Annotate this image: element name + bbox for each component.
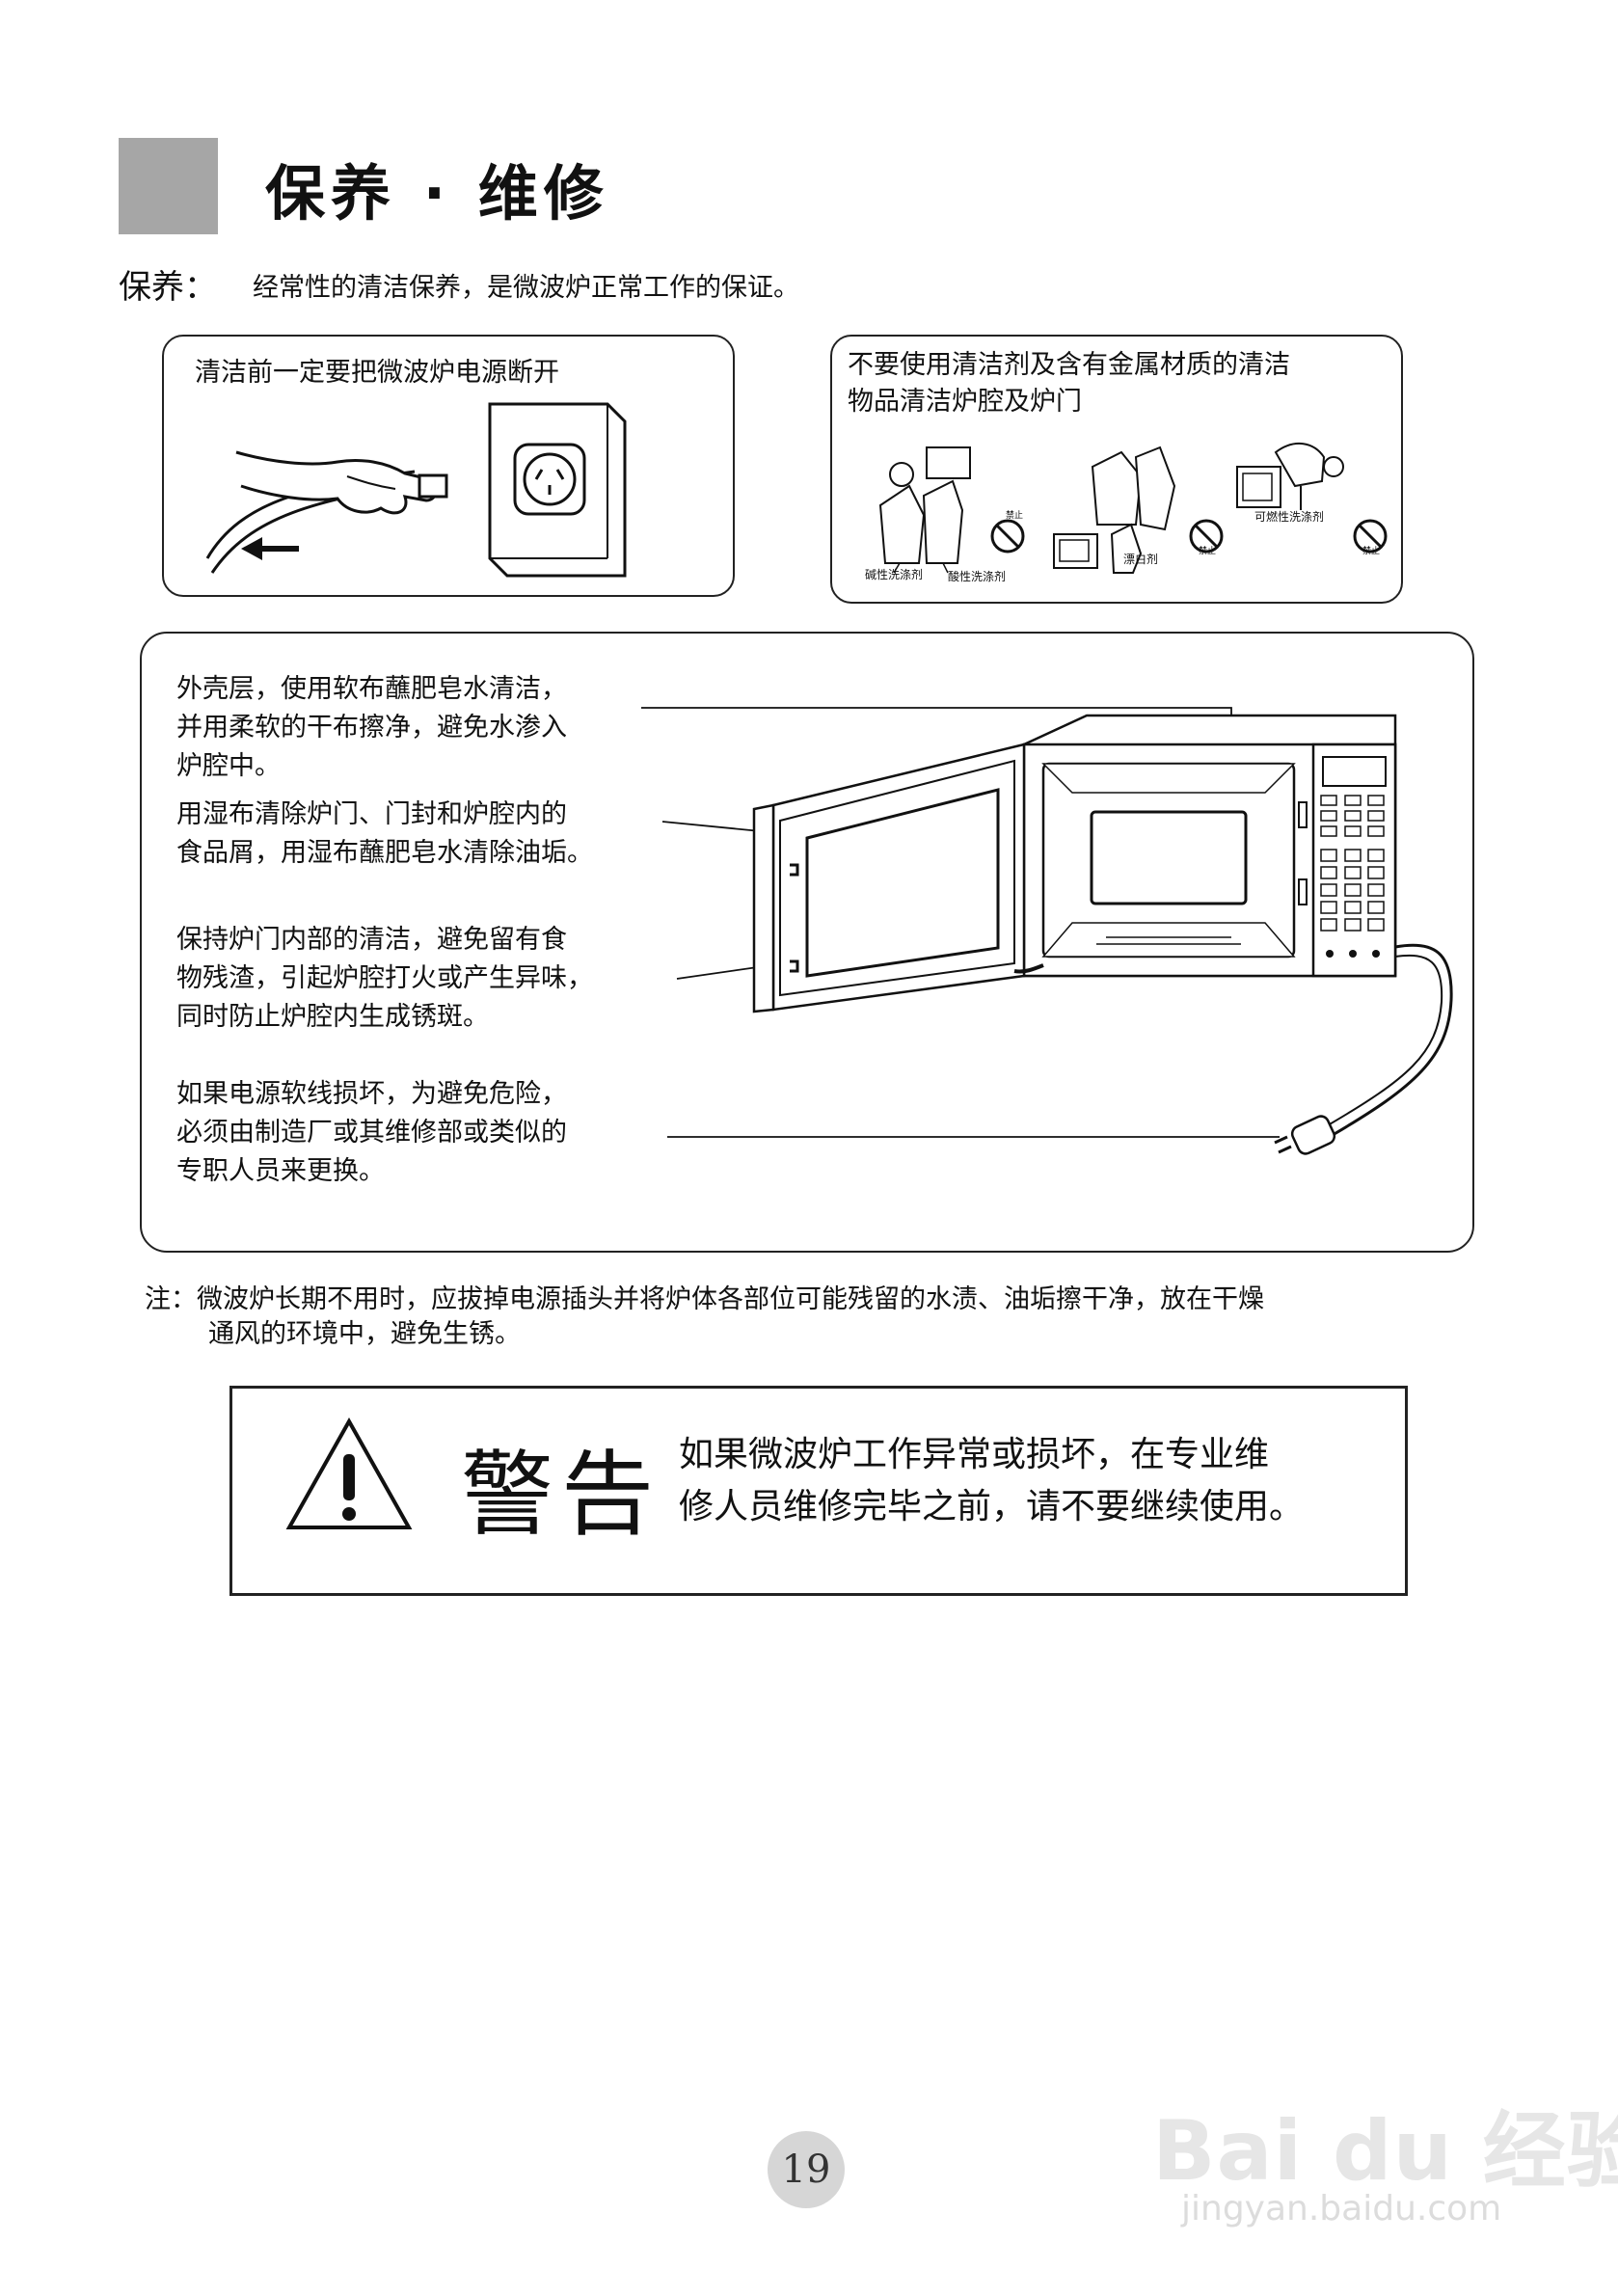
care-panel: 外壳层，使用软布蘸肥皂水清洁， 并用柔软的干布擦净，避免水渗入 炉腔中。 用湿布…: [140, 632, 1474, 1253]
note-line-2: 通风的环境中，避免生锈。: [208, 1319, 521, 1349]
label-alkaline: 碱性洗涤剂: [865, 568, 924, 581]
care-item-4-line-3: 专职人员来更换。: [176, 1156, 385, 1186]
maintenance-text: 经常性的清洁保养，是微波炉正常工作的保证。: [253, 273, 799, 303]
baidu-watermark-url: jingyan.baidu.com: [1181, 2189, 1502, 2228]
warning-box: [229, 1386, 1408, 1596]
microwave-illustration: [641, 707, 1453, 1155]
title-block: [119, 138, 218, 234]
unplug-caption: 清洁前一定要把微波炉电源断开: [195, 358, 559, 388]
detergent-illustration: [878, 443, 1388, 574]
warning-line-2: 修人员维修完毕之前，请不要继续使用。: [679, 1487, 1305, 1526]
note-line-1: 注：微波炉长期不用时，应拔掉电源插头并将炉体各部位可能残留的水渍、油垢擦干净，放…: [145, 1284, 1264, 1314]
no-detergent-panel: 不要使用清洁剂及含有金属材质的清洁 物品清洁炉腔及炉门 碱性洗涤剂 酸性洗涤剂 …: [830, 335, 1403, 604]
warning-triangle-icon: [285, 1418, 413, 1529]
label-forbidden-1: 禁止: [1006, 511, 1024, 521]
unplug-panel: 清洁前一定要把微波炉电源断开: [162, 335, 735, 597]
care-item-1-line-1: 外壳层，使用软布蘸肥皂水清洁，: [176, 674, 567, 704]
label-forbidden-3: 禁止: [1362, 547, 1381, 556]
unplug-illustration: [205, 402, 627, 578]
warning-text: 如果微波炉工作异常或损坏，在专业维 修人员维修完毕之前，请不要继续使用。: [679, 1429, 1304, 1533]
label-flammable: 可燃性洗涤剂: [1254, 510, 1325, 524]
label-acidic: 酸性洗涤剂: [948, 570, 1007, 583]
label-bleach: 漂白剂: [1123, 553, 1159, 566]
care-item-1-line-2: 并用柔软的干布擦净，避免水渗入: [176, 713, 567, 743]
care-item-2-line-2: 食品屑，用湿布蘸肥皂水清除油垢。: [176, 838, 593, 868]
care-item-2-line-1: 用湿布清除炉门、门封和炉腔内的: [176, 799, 567, 829]
warning-line-1: 如果微波炉工作异常或损坏，在专业维: [679, 1435, 1270, 1474]
warning-title: 警告: [461, 1441, 661, 1549]
page-number: 19: [768, 2131, 845, 2208]
care-item-4-line-1: 如果电源软线损坏，为避免危险，: [176, 1079, 567, 1109]
no-detergent-caption-1: 不要使用清洁剂及含有金属材质的清洁: [848, 350, 1290, 380]
page-title: 保养 · 维修: [265, 158, 609, 229]
maintenance-label: 保养：: [119, 268, 217, 307]
care-item-4-line-2: 必须由制造厂或其维修部或类似的: [176, 1118, 567, 1148]
care-item-3-line-3: 同时防止炉腔内生成锈斑。: [176, 1002, 489, 1032]
label-forbidden-2: 禁止: [1199, 547, 1217, 556]
baidu-watermark-logo: Bai du 经验: [1152, 2103, 1618, 2200]
note: 注：微波炉长期不用时，应拔掉电源插头并将炉体各部位可能残留的水渍、油垢擦干净，放…: [145, 1283, 1264, 1352]
care-item-3-line-1: 保持炉门内部的清洁，避免留有食: [176, 925, 567, 955]
no-detergent-caption-2: 物品清洁炉腔及炉门: [848, 387, 1082, 417]
care-item-1-line-3: 炉腔中。: [176, 751, 281, 781]
care-item-3-line-2: 物残渣，引起炉腔打火或产生异味，: [176, 963, 593, 993]
